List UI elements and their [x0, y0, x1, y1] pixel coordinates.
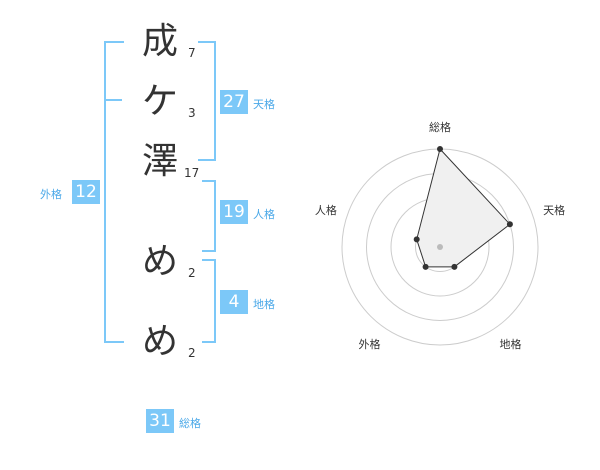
radar-polygon — [416, 147, 511, 268]
jinkaku-label: 人格 — [253, 208, 275, 221]
stroke-count-2: 3 — [188, 106, 196, 120]
stroke-count-3: 17 — [184, 166, 200, 180]
gaikaku-bracket-tick — [104, 99, 122, 101]
stroke-count-4: 2 — [188, 266, 196, 280]
radar-label-chikaku: 地格 — [500, 337, 522, 351]
name-char-3: 澤 — [141, 141, 178, 182]
radar-label-jinkaku: 人格 — [315, 203, 337, 217]
tenkaku-value: 27 — [220, 90, 248, 114]
soukaku-label: 総格 — [179, 417, 201, 430]
radar-chart: 総格 天格 地格 外格 人格 — [315, 120, 565, 351]
name-char-5: め — [141, 321, 178, 362]
radar-center — [437, 244, 443, 250]
name-char-4: め — [141, 241, 178, 282]
radar-label-tenkaku: 天格 — [543, 203, 565, 217]
gaikaku-label: 外格 — [40, 188, 62, 201]
stroke-count-1: 7 — [188, 46, 196, 60]
radar-label-soukaku: 総格 — [429, 120, 451, 134]
gaikaku-value: 12 — [72, 180, 100, 204]
radar-points — [413, 146, 513, 270]
tenkaku-label: 天格 — [253, 98, 275, 111]
gaikaku-bracket — [104, 41, 124, 343]
name-char-1: 成 — [141, 21, 178, 62]
chikaku-bracket — [202, 259, 216, 343]
radar-point — [506, 221, 513, 228]
radar-point — [451, 263, 458, 270]
chikaku-label: 地格 — [253, 298, 275, 311]
radar-label-gaikaku: 外格 — [358, 337, 380, 351]
soukaku-value: 31 — [146, 409, 174, 433]
tenkaku-bracket — [198, 41, 216, 161]
radar-point — [413, 236, 420, 243]
chikaku-value: 4 — [220, 290, 248, 314]
jinkaku-bracket — [202, 180, 216, 252]
name-char-2: ケ — [141, 81, 178, 122]
stroke-count-5: 2 — [188, 346, 196, 360]
jinkaku-value: 19 — [220, 200, 248, 224]
radar-point — [422, 263, 429, 270]
radar-point — [437, 146, 443, 152]
